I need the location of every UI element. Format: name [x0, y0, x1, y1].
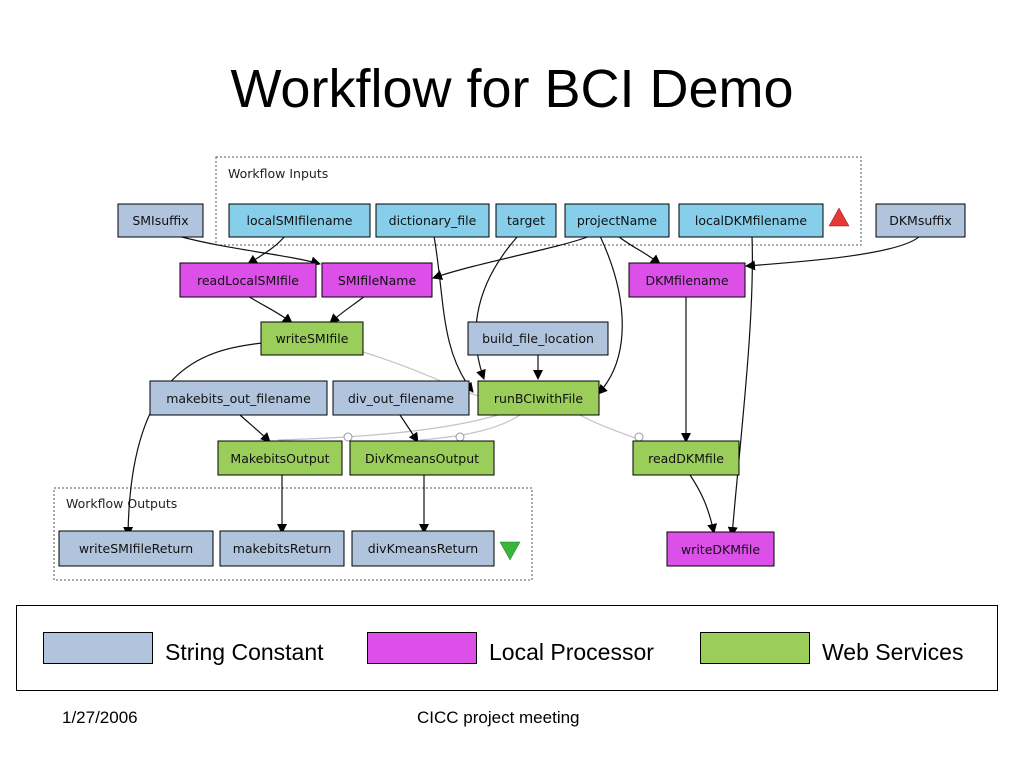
- legend-swatch-string-constant: [43, 632, 153, 664]
- workflow-outputs-group: Workflow Outputs: [53, 487, 533, 581]
- workflow-diagram: Workflow Inputs Workflow Outputs: [53, 156, 966, 581]
- legend-label-web-services: Web Services: [822, 639, 964, 665]
- edge-readDKM-writeDKM: [689, 474, 718, 534]
- edges: [123, 235, 921, 537]
- footer-date: 1/27/2006: [62, 708, 138, 727]
- node-DivKmeansOutput[interactable]: DivKmeansOutput: [349, 440, 495, 476]
- edge-dictionary-runBCI: [433, 235, 474, 393]
- node-label: readLocalSMIfile: [197, 273, 299, 288]
- node-label: runBCIwithFile: [494, 391, 584, 406]
- node-label: localDKMfilename: [695, 213, 808, 228]
- workflow-outputs-label: Workflow Outputs: [66, 496, 177, 511]
- node-label: readDKMfile: [648, 451, 724, 466]
- node-writeSMIfileReturn[interactable]: writeSMIfileReturn: [58, 530, 214, 567]
- node-label: SMIsuffix: [132, 213, 188, 228]
- edge-runBCI-divkmeans: [419, 414, 521, 441]
- node-label: target: [507, 213, 545, 228]
- node-readLocalSMIfile[interactable]: readLocalSMIfile: [179, 262, 317, 298]
- node-build_file_location[interactable]: build_file_location: [467, 321, 609, 356]
- node-dictionary_file[interactable]: dictionary_file: [375, 203, 490, 238]
- edge-readLocal-writeSMI: [247, 295, 293, 324]
- node-readDKMfile[interactable]: readDKMfile: [632, 440, 740, 476]
- slide-title: Workflow for BCI Demo: [230, 59, 794, 119]
- node-div_out_filename[interactable]: div_out_filename: [332, 380, 470, 416]
- edge-project-DKMfilename: [617, 235, 661, 265]
- node-label: makebitsReturn: [233, 541, 332, 556]
- node-localDKMfilename[interactable]: localDKMfilename: [678, 203, 824, 238]
- legend-swatch-web-services: [700, 632, 810, 664]
- port-dot: [455, 432, 465, 442]
- port-dot: [634, 432, 644, 442]
- edge-SMIsuffix-SMIfileName: [177, 235, 321, 267]
- edge-runBCI-readDKM: [579, 414, 641, 441]
- node-divKmeansReturn[interactable]: divKmeansReturn: [351, 530, 495, 567]
- node-MakebitsOutput[interactable]: MakebitsOutput: [217, 440, 343, 476]
- edge-project-runBCI: [597, 235, 623, 395]
- node-runBCIwithFile[interactable]: runBCIwithFile: [477, 380, 600, 416]
- node-label: div_out_filename: [348, 391, 455, 406]
- node-SMIsuffix[interactable]: SMIsuffix: [117, 203, 204, 238]
- node-makebits_out_filename[interactable]: makebits_out_filename: [149, 380, 328, 416]
- workflow-inputs-group: Workflow Inputs: [215, 156, 862, 246]
- legend: String Constant Local Processor Web Serv…: [16, 605, 998, 691]
- node-writeSMIfile[interactable]: writeSMIfile: [260, 321, 364, 356]
- legend-swatch-local-processor: [367, 632, 477, 664]
- edge-SMIfileName-writeSMI: [329, 295, 366, 324]
- edge-localSMI-readLocalSMI: [247, 235, 286, 265]
- node-makebitsReturn[interactable]: makebitsReturn: [219, 530, 345, 567]
- node-label: DKMsuffix: [889, 213, 952, 228]
- edge-runBCI-makebits: [277, 414, 499, 441]
- node-DKMsuffix[interactable]: DKMsuffix: [875, 203, 966, 238]
- edge-project-SMIfileName: [432, 235, 591, 280]
- node-SMIfileName[interactable]: SMIfileName: [321, 262, 433, 298]
- node-label: MakebitsOutput: [230, 451, 329, 466]
- collapse-up-icon[interactable]: [828, 207, 850, 227]
- node-label: build_file_location: [482, 331, 594, 346]
- node-target[interactable]: target: [495, 203, 557, 238]
- workflow-inputs-label: Workflow Inputs: [228, 166, 328, 181]
- node-localSMIfilename[interactable]: localSMIfilename: [228, 203, 371, 238]
- node-projectName[interactable]: projectName: [564, 203, 670, 238]
- footer-title: CICC project meeting: [417, 708, 580, 727]
- node-label: localSMIfilename: [246, 213, 352, 228]
- node-DKMfilename[interactable]: DKMfilename: [628, 262, 746, 298]
- node-label: makebits_out_filename: [166, 391, 311, 406]
- node-label: SMIfileName: [338, 273, 417, 288]
- edge-localDKM-writeDKM: [727, 235, 753, 537]
- edge-target-runBCI: [475, 235, 519, 380]
- node-label: projectName: [577, 213, 658, 228]
- edge-makebits-MakebitsOutput: [239, 414, 271, 443]
- node-label: dictionary_file: [389, 213, 477, 228]
- edge-DKMsuffix-DKMfilename: [745, 235, 921, 271]
- node-label: writeDKMfile: [681, 542, 760, 557]
- edge-div-DivKmeans: [399, 414, 419, 443]
- node-label: divKmeansReturn: [368, 541, 478, 556]
- edge-writeSMI-writeSMIReturn: [123, 342, 263, 537]
- legend-label-string-constant: String Constant: [165, 639, 324, 665]
- port-dot: [343, 432, 353, 442]
- node-label: DivKmeansOutput: [365, 451, 479, 466]
- legend-label-local-processor: Local Processor: [489, 639, 654, 665]
- node-writeDKMfile[interactable]: writeDKMfile: [666, 531, 775, 567]
- node-label: writeSMIfileReturn: [79, 541, 193, 556]
- node-label: DKMfilename: [645, 273, 728, 288]
- collapse-down-icon[interactable]: [499, 541, 521, 561]
- node-label: writeSMIfile: [276, 331, 349, 346]
